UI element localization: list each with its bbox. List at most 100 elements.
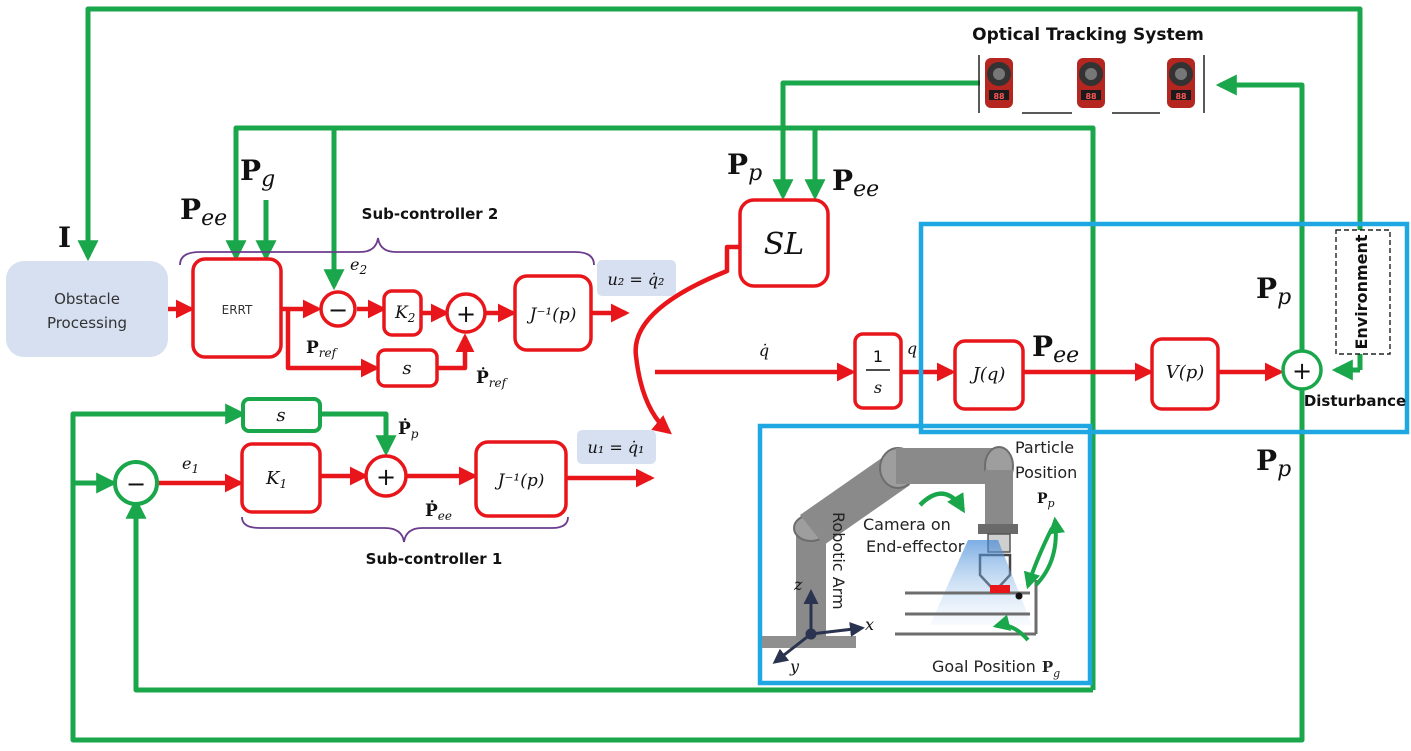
pp-dot-label: Ṗp xyxy=(398,418,419,441)
sub-controller-2: Sub-controller 2 Obstacle Processing ERR… xyxy=(6,205,676,390)
svg-text:88: 88 xyxy=(1175,92,1187,101)
sl-switch-line xyxy=(633,244,740,435)
vp-block xyxy=(1150,337,1220,411)
k2-label: K2 xyxy=(394,303,415,325)
u1-output-label: u₁ = q̇₁ xyxy=(588,438,645,457)
s-bottom-label: s xyxy=(276,405,285,426)
u2-output-label: u₂ = q̇₂ xyxy=(608,270,665,289)
pee-bus-line xyxy=(225,125,1096,690)
environment-label: Environment xyxy=(1352,234,1371,349)
e2-label: e2 xyxy=(350,255,367,277)
u2-output-label-bg xyxy=(597,260,676,296)
e1-sum-junction xyxy=(113,460,159,506)
jinv-bottom-label: J⁻¹(p) xyxy=(495,471,545,491)
tracking-title: Optical Tracking System xyxy=(972,25,1204,45)
sub1-label: Sub-controller 1 xyxy=(366,550,503,568)
s-top-block xyxy=(376,348,439,388)
e2-sum-junction xyxy=(319,290,357,328)
pee-feedback-line xyxy=(125,497,1093,693)
vp-label: V(p) xyxy=(1166,362,1205,383)
jq-block xyxy=(953,339,1025,411)
jinv-top-label: J⁻¹(p) xyxy=(527,305,577,325)
camera-label-line2: End-effector xyxy=(866,537,965,556)
plant-chain: SL q̇ 1 s q J(q) Pee V(p) + Disturbance … xyxy=(738,198,1406,411)
disturbance-label: Disturbance xyxy=(1304,392,1406,410)
svg-text:−: − xyxy=(328,296,348,324)
k1-block xyxy=(240,442,322,514)
sl-label: SL xyxy=(764,227,804,262)
obstacle-processing-block xyxy=(6,261,168,357)
pg-input-label: Pg xyxy=(240,154,275,192)
tracking-to-sl-line xyxy=(772,80,980,201)
robot-inset: z x y Robotic Arm Camera on End-effector… xyxy=(762,438,1077,680)
camera-icon: 88 xyxy=(1077,58,1105,108)
svg-text:−: − xyxy=(126,470,146,498)
pee-dot-label: Ṗee xyxy=(425,500,452,523)
errt-label: ERRT xyxy=(222,303,253,317)
svg-text:+: + xyxy=(456,300,476,328)
svg-text:88: 88 xyxy=(1085,92,1097,101)
svg-text:+: + xyxy=(1292,357,1312,385)
axis-x-label: x xyxy=(865,615,874,634)
k2-block xyxy=(382,289,423,337)
goal-arrow-icon xyxy=(992,614,1030,642)
camera-icon: 88 xyxy=(985,58,1013,108)
pref-label: Pref xyxy=(306,338,339,360)
qdot-label: q̇ xyxy=(759,341,769,360)
q-label: q xyxy=(907,339,917,358)
pref-dot-label: Ṗref xyxy=(476,367,509,390)
sl-block xyxy=(738,198,830,288)
bottom-sum-junction xyxy=(364,454,408,498)
input-symbols: I Pee Pg Pp Pee Pp Pp xyxy=(58,148,1291,482)
s-top-label: s xyxy=(402,358,411,379)
particle-label-line1: Particle xyxy=(1015,438,1074,457)
u1-output-label-bg xyxy=(577,430,656,464)
optical-tracking-system: Optical Tracking System 88 88 88 xyxy=(972,25,1205,114)
image-input-label: I xyxy=(58,221,71,254)
sub-controller-1: − e1 s Ṗp K1 + Ṗee J⁻¹(p) u₁ = q̇₁ Sub-c… xyxy=(113,397,656,568)
green-feedback-lines xyxy=(70,6,1363,743)
pp-sl-label: Pp xyxy=(727,148,762,186)
pp-feedback-line xyxy=(70,385,1305,743)
sub1-brace xyxy=(241,516,569,543)
axes-icon xyxy=(772,589,865,664)
camera-icon: 88 xyxy=(1167,58,1195,108)
sub2-brace xyxy=(179,237,595,266)
particle-arrow-icon xyxy=(1034,516,1065,587)
obstacle-label-line1: Obstacle xyxy=(54,290,120,308)
jinv-top-block xyxy=(513,274,593,352)
pp-to-tracking-line xyxy=(1215,74,1305,352)
image-feed-line xyxy=(77,6,1363,370)
k1-label: K1 xyxy=(265,468,287,491)
axis-y-label: y xyxy=(789,657,800,676)
svg-text:88: 88 xyxy=(993,92,1005,101)
pp-right-label: Pp xyxy=(1256,272,1291,310)
environment-block xyxy=(1335,229,1391,355)
sub2-label: Sub-controller 2 xyxy=(362,205,499,223)
top-sum-junction xyxy=(445,292,487,334)
camera-label-line1: Camera on xyxy=(863,515,951,534)
robotic-arm-icon xyxy=(762,446,1018,648)
robot-inset-box xyxy=(757,423,1093,686)
camera-arrow-icon xyxy=(918,491,965,514)
e1-label: e1 xyxy=(182,454,199,476)
pp-lower-label: Pp xyxy=(1256,444,1291,482)
robotic-arm-label: Robotic Arm xyxy=(829,512,848,610)
pee-input-label: Pee xyxy=(180,193,227,231)
integrator-den: s xyxy=(874,378,882,397)
red-forward-lines xyxy=(158,244,1284,493)
particle-symbol: Pp xyxy=(1037,491,1055,510)
svg-text:+: + xyxy=(376,463,396,491)
s-bottom-block xyxy=(241,397,322,433)
axis-z-label: z xyxy=(793,575,803,594)
pee-sl-label: Pee xyxy=(832,164,879,202)
jinv-bottom-block xyxy=(474,440,568,518)
particle-label-line2: Position xyxy=(1015,463,1077,482)
errt-block xyxy=(191,257,283,359)
disturbance-sum-junction xyxy=(1281,349,1323,391)
plant-box xyxy=(918,221,1410,435)
obstacle-label-line2: Processing xyxy=(47,314,127,332)
jq-label: J(q) xyxy=(969,364,1006,385)
